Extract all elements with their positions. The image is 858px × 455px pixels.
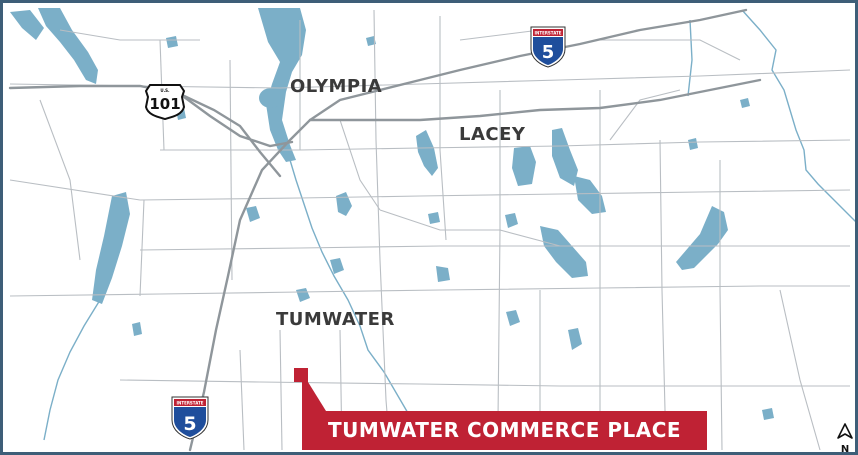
patterson-lake-water [574, 176, 606, 214]
us101-shield-number: 101 [149, 95, 180, 113]
small-lake-13 [366, 36, 376, 46]
small-lake-9 [740, 98, 750, 108]
i5-shield-bottom-blue [174, 407, 206, 437]
i5-shield-top-label: INTERSTATE [535, 31, 562, 36]
us101-shield-outline [144, 84, 186, 121]
rivers [43, 9, 857, 447]
highway-510 [308, 78, 762, 122]
black-lake-water [92, 192, 130, 304]
capitol-lake-water [259, 88, 283, 108]
small-lake-3 [568, 328, 582, 350]
small-lake-4 [296, 288, 310, 302]
hicks-lake-water [512, 146, 536, 186]
north-arrow-letter: N [841, 444, 849, 455]
small-lake-8 [428, 212, 440, 224]
highway-8 [178, 92, 282, 178]
i5-shield-bottom-number: 5 [183, 413, 196, 435]
i5-shield-bottom-label: INTERSTATE [177, 401, 204, 406]
small-lake-14 [132, 322, 142, 336]
i5-shield-top-red [533, 29, 563, 36]
nisqually-river [741, 9, 857, 223]
site-marker [294, 368, 308, 382]
woodard-creek [687, 19, 693, 97]
long-lake-water [552, 128, 578, 186]
site-callout-label: TUMWATER COMMERCE PLACE [302, 411, 707, 450]
i5-shield-bottom: INTERSTATE 5 [171, 396, 209, 440]
small-lake-10 [688, 138, 698, 150]
north-arrow-icon: N [837, 423, 853, 455]
small-lake-7 [436, 266, 450, 282]
budd-inlet-water [258, 8, 306, 162]
us101-shield-label: U.S. [160, 88, 170, 93]
puget-bay-water [10, 10, 44, 40]
small-lake-5 [246, 206, 260, 222]
callout-leader [302, 382, 326, 411]
eld-inlet-water [38, 8, 98, 84]
black-river [43, 299, 101, 441]
city-label-tumwater: TUMWATER [276, 309, 395, 330]
water-features [10, 8, 774, 420]
i5-highway [188, 8, 748, 452]
i5-shield-bottom-red [174, 399, 206, 406]
deschutes-river [289, 159, 425, 447]
city-label-lacey: LACEY [459, 124, 526, 145]
i5-shield-top: INTERSTATE 5 [530, 26, 566, 68]
small-lake-2 [506, 310, 520, 326]
us101-highway [8, 84, 294, 148]
tumwater-pond-water [336, 192, 352, 216]
pattison-lake-water [540, 226, 588, 278]
small-lake-11 [762, 408, 774, 420]
i5-shield-top-blue [533, 37, 563, 65]
small-lake-6 [166, 36, 178, 48]
i5-shield-top-number: 5 [542, 42, 555, 63]
small-lake-1 [505, 213, 518, 228]
us101-shield: U.S. 101 [144, 84, 186, 121]
nisqually-lakes-water [676, 206, 728, 270]
city-label-olympia: OLYMPIA [290, 76, 383, 97]
chambers-lake-water [416, 130, 438, 176]
small-lake-15 [330, 258, 344, 274]
highways [8, 8, 762, 452]
